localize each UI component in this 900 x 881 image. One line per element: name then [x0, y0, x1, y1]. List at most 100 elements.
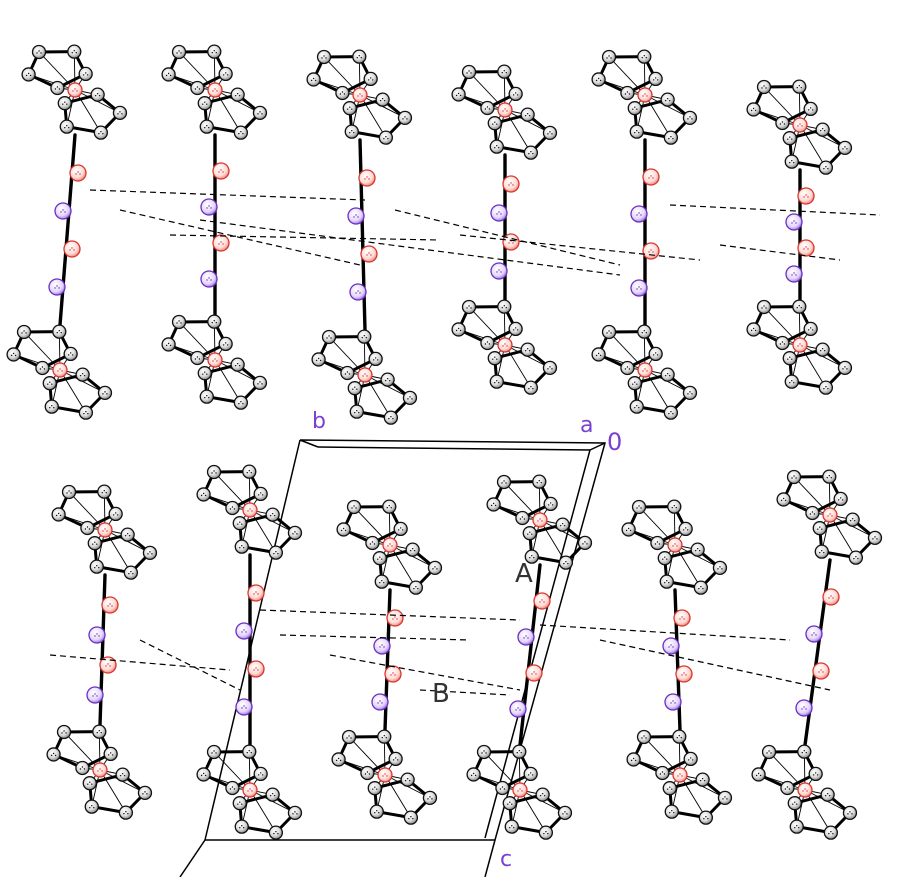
carbon-atom — [381, 373, 394, 386]
carbon-atom — [173, 45, 186, 58]
carbon-atom — [488, 117, 501, 130]
carbon-atom — [488, 352, 501, 365]
carbon-atom — [191, 351, 204, 364]
carbon-atom — [368, 782, 381, 795]
carbon-atom — [208, 315, 221, 328]
iron-atom — [823, 508, 837, 522]
carbon-atom — [143, 546, 156, 559]
carbon-atom — [788, 470, 801, 483]
hydrogen-bond — [90, 190, 365, 200]
iron-atom — [673, 768, 687, 782]
carbon-atom — [821, 788, 834, 801]
oxygen-atom — [798, 240, 814, 256]
iron-atom — [243, 503, 257, 517]
carbon-atom — [776, 116, 789, 129]
carbon-atom — [804, 322, 817, 335]
carbon-atom — [113, 106, 126, 119]
carbon-atom — [361, 766, 374, 779]
carbon-atom — [683, 386, 696, 399]
carbon-atom — [373, 552, 386, 565]
carbon-atom — [684, 752, 697, 765]
carbon-atom — [806, 506, 819, 519]
carbon-atom — [312, 353, 325, 366]
carbon-atom — [638, 50, 651, 63]
carbon-atom — [98, 485, 111, 498]
carbon-atom — [498, 475, 511, 488]
carbon-atom — [819, 161, 832, 174]
carbon-atom — [253, 376, 266, 389]
carbon-atom — [539, 826, 552, 839]
hydrogen-bond — [720, 245, 840, 260]
carbon-atom — [747, 103, 760, 116]
carbon-atom — [816, 123, 829, 136]
carbon-atom — [649, 347, 662, 360]
carbon-atom — [487, 498, 500, 511]
nitrogen-atom — [236, 699, 252, 715]
carbon-atom — [348, 500, 361, 513]
carbon-atom — [366, 536, 379, 549]
carbon-atom — [543, 126, 556, 139]
carbon-atom — [208, 465, 221, 478]
carbon-atom — [208, 745, 221, 758]
iron-atom — [378, 768, 392, 782]
carbon-atom — [490, 140, 503, 153]
carbon-atom — [428, 561, 441, 574]
carbon-atom — [758, 80, 771, 93]
carbon-atom — [60, 120, 73, 133]
oxygen-atom — [359, 170, 375, 186]
hydrogen-bond — [140, 640, 240, 690]
carbon-atom — [543, 361, 556, 374]
carbon-atom — [498, 300, 511, 313]
bond — [100, 575, 105, 725]
hydrogen-bond — [670, 205, 880, 215]
carbon-atom — [219, 67, 232, 80]
carbon-atom — [694, 581, 707, 594]
oxygen-atom — [823, 589, 839, 605]
carbon-atom — [197, 488, 210, 501]
carbon-atom — [68, 45, 81, 58]
hydrogen-bond — [600, 640, 830, 690]
carbon-atom — [266, 788, 279, 801]
iron-atom — [208, 83, 222, 97]
carbon-atom — [868, 531, 881, 544]
carbon-atom — [22, 68, 35, 81]
carbon-atom — [633, 500, 646, 513]
carbon-atom — [478, 745, 491, 758]
carbon-atom — [699, 811, 712, 824]
carbon-atom — [231, 88, 244, 101]
nitrogen-atom — [665, 694, 681, 710]
carbon-atom — [124, 566, 137, 579]
carbon-atom — [505, 820, 518, 833]
carbon-atom — [93, 725, 106, 738]
carbon-atom — [824, 826, 837, 839]
carbon-atom — [318, 50, 331, 63]
carbon-atom — [243, 465, 256, 478]
carbon-atom — [496, 781, 509, 794]
carbon-atom — [783, 352, 796, 365]
oxygen-atom — [70, 165, 86, 181]
carbon-atom — [162, 338, 175, 351]
carbon-atom — [173, 315, 186, 328]
carbon-atom — [90, 560, 103, 573]
carbon-atom — [467, 768, 480, 781]
carbon-atom — [683, 111, 696, 124]
nitrogen-atom — [201, 199, 217, 215]
iron-atom — [793, 338, 807, 352]
oxygen-atom — [213, 163, 229, 179]
carbon-atom — [254, 487, 267, 500]
nitrogen-atom — [491, 263, 507, 279]
oxygen-atom — [64, 241, 80, 257]
carbon-atom — [336, 86, 349, 99]
iron-atom — [358, 368, 372, 382]
carbon-atom — [198, 97, 211, 110]
carbon-atom — [162, 68, 175, 81]
carbon-atom — [603, 50, 616, 63]
carbon-atom — [266, 508, 279, 521]
carbon-atom — [781, 781, 794, 794]
carbon-atom — [83, 777, 96, 790]
carbon-atom — [76, 368, 89, 381]
carbon-atom — [656, 766, 669, 779]
carbon-atom — [509, 322, 522, 335]
oxygen-atom — [526, 665, 542, 681]
nitrogen-atom — [786, 214, 802, 230]
